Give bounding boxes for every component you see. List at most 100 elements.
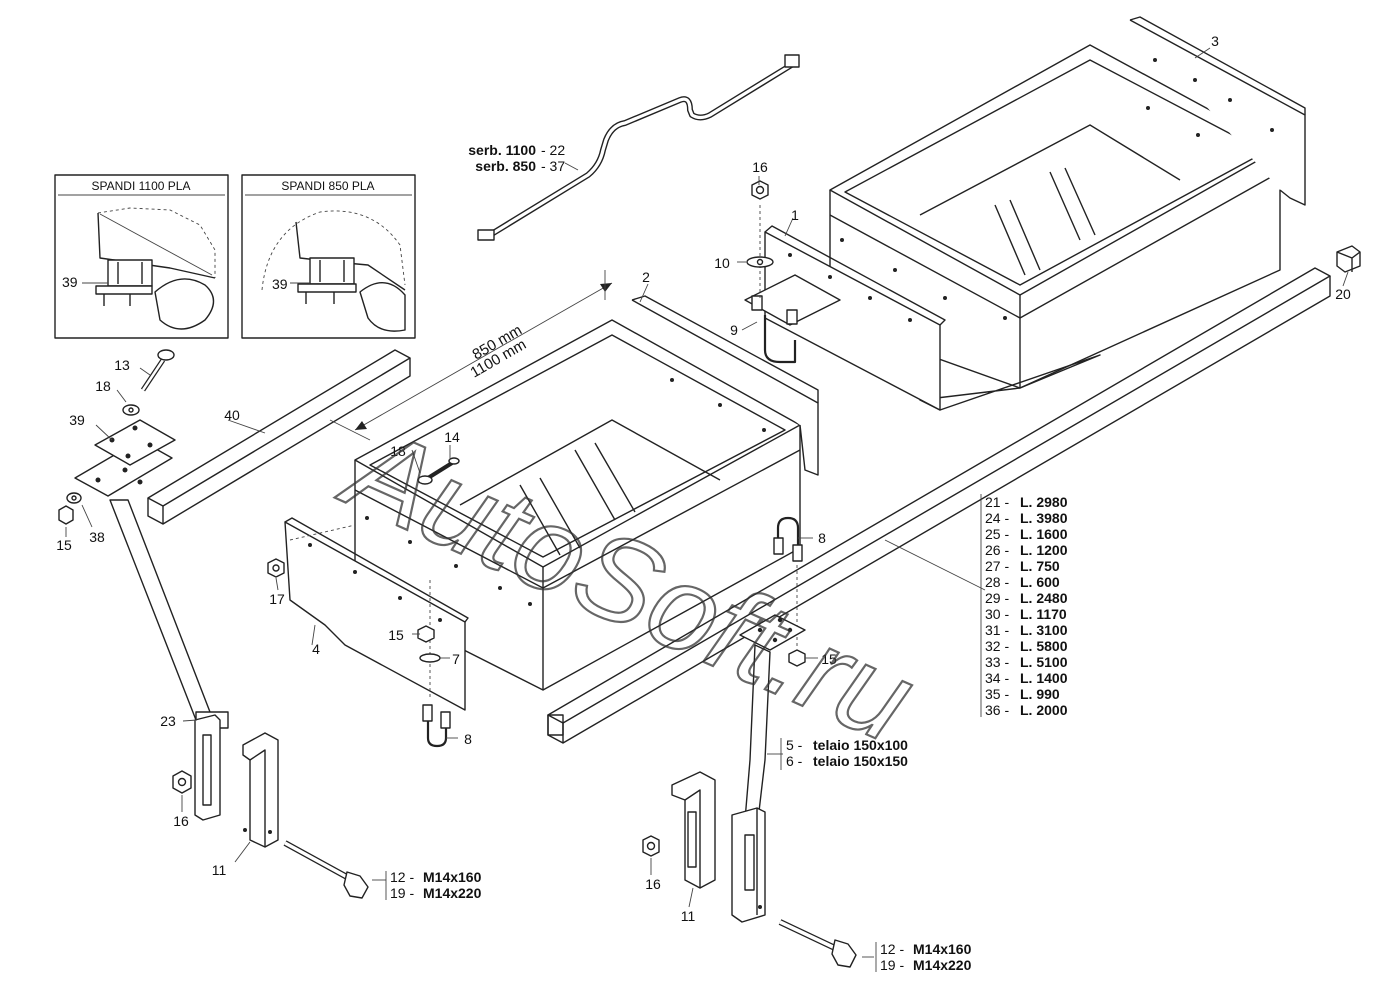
length-row-val-8: L. 3100 <box>1020 622 1068 638</box>
length-row-val-11: L. 1400 <box>1020 670 1068 686</box>
rod-label-1100: serb. 1100 <box>468 142 536 158</box>
rod-22-37 <box>477 54 800 241</box>
callout-8-right: 8 <box>818 530 826 546</box>
inset-title-1100: SPANDI 1100 PLA <box>92 179 191 193</box>
callout-15-mid: 15 <box>388 627 404 643</box>
hopper-2 <box>354 295 819 691</box>
callout-23: 23 <box>160 713 176 729</box>
callout-16-right: 16 <box>645 876 661 892</box>
bolt-right-row-num-1: 19 - <box>880 957 904 973</box>
length-row-num-13: 36 - <box>985 702 1009 718</box>
inset-right-callout-39: 39 <box>272 276 288 292</box>
callout-2: 2 <box>642 269 650 285</box>
inset-title-850: SPANDI 850 PLA <box>281 179 374 193</box>
length-row-val-1: L. 3980 <box>1020 510 1068 526</box>
length-row-num-2: 25 - <box>985 526 1009 542</box>
frame-row-num-0: 5 - <box>786 737 803 753</box>
callout-14: 14 <box>444 429 460 445</box>
length-row-num-6: 29 - <box>985 590 1009 606</box>
length-row-num-10: 33 - <box>985 654 1009 670</box>
leg-left <box>74 419 229 821</box>
length-row-val-9: L. 5800 <box>1020 638 1068 654</box>
ubolt-8-left <box>422 704 451 748</box>
rod-label-37: - 37 <box>541 158 565 174</box>
leg-right <box>731 614 806 923</box>
callout-3: 3 <box>1211 33 1219 49</box>
callout-20: 20 <box>1335 286 1351 302</box>
nut-16-left <box>172 770 192 794</box>
frame-row-val-1: telaio 150x150 <box>813 753 908 769</box>
rod-label: serb. 1100 - 22 serb. 850 - 37 <box>468 142 565 174</box>
callout-8-left: 8 <box>464 731 472 747</box>
bolt-right-row-val-1: M14x220 <box>913 957 972 973</box>
bolt-left-row-num-0: 12 - <box>390 869 414 885</box>
length-row-num-3: 26 - <box>985 542 1009 558</box>
ubolt-8-right <box>773 516 803 648</box>
length-row-val-5: L. 600 <box>1020 574 1060 590</box>
length-row-val-12: L. 990 <box>1020 686 1060 702</box>
leader-lines <box>65 47 1349 958</box>
length-row-val-0: L. 2980 <box>1020 494 1068 510</box>
length-row-val-4: L. 750 <box>1020 558 1060 574</box>
rod-label-850: serb. 850 <box>475 158 536 174</box>
inset-spandi-1100: SPANDI 1100 PLA 39 <box>54 174 229 339</box>
rod-label-22: - 22 <box>541 142 565 158</box>
callout-16-left: 16 <box>173 813 189 829</box>
callout-39: 39 <box>69 412 85 428</box>
length-row-num-4: 27 - <box>985 558 1009 574</box>
callout-17: 17 <box>269 591 285 607</box>
clamp-9 <box>744 205 841 364</box>
frames-table: 5 - telaio 150x100 6 - telaio 150x150 <box>780 737 908 770</box>
callout-7: 7 <box>452 651 460 667</box>
nut-15-right <box>788 649 806 667</box>
callout-15-left: 15 <box>56 537 72 553</box>
callout-1: 1 <box>791 207 799 223</box>
bolt-left-row-val-1: M14x220 <box>423 885 482 901</box>
bolt-left <box>283 840 369 899</box>
callout-38: 38 <box>89 529 105 545</box>
length-row-val-3: L. 1200 <box>1020 542 1068 558</box>
length-row-val-7: L. 1170 <box>1020 606 1067 622</box>
frame-row-val-0: telaio 150x100 <box>813 737 908 753</box>
callout-40: 40 <box>224 407 240 423</box>
length-row-num-0: 21 - <box>985 494 1009 510</box>
length-row-val-10: L. 5100 <box>1020 654 1068 670</box>
callout-18-mid: 18 <box>390 443 406 459</box>
bolt-right-row-val-0: M14x160 <box>913 941 972 957</box>
length-row-val-2: L. 1600 <box>1020 526 1068 542</box>
length-row-num-8: 31 - <box>985 622 1009 638</box>
callout-16-top: 16 <box>752 159 768 175</box>
bolts-right-table: 12 - M14x160 19 - M14x220 <box>875 941 972 973</box>
length-row-num-7: 30 - <box>985 606 1009 622</box>
long-bar <box>547 267 1331 744</box>
bolt-right <box>778 919 857 968</box>
length-row-num-9: 32 - <box>985 638 1009 654</box>
inset-spandi-850: SPANDI 850 PLA 39 <box>241 174 416 339</box>
callouts: 3 2 1 16 10 9 20 4 17 15 7 8 8 15 13 18 … <box>56 33 1351 924</box>
nut-washer-top <box>746 180 774 268</box>
callout-15-right: 15 <box>821 651 837 667</box>
length-row-val-6: L. 2480 <box>1020 590 1068 606</box>
length-row-val-13: L. 2000 <box>1020 702 1068 718</box>
end-cap-20 <box>1336 245 1361 273</box>
callout-11-left: 11 <box>212 862 227 878</box>
callout-9: 9 <box>730 322 738 338</box>
bracket-11-left <box>242 732 279 848</box>
bolt-left-row-num-1: 19 - <box>390 885 414 901</box>
frame-row-num-1: 6 - <box>786 753 803 769</box>
callout-11-right: 11 <box>681 908 696 924</box>
inset-left-callout-39: 39 <box>62 274 78 290</box>
callout-13: 13 <box>114 357 130 373</box>
nut-washer-left <box>58 492 82 525</box>
callout-10: 10 <box>714 255 730 271</box>
length-row-num-12: 35 - <box>985 686 1009 702</box>
length-row-num-5: 28 - <box>985 574 1009 590</box>
callout-18-left: 18 <box>95 378 111 394</box>
nut-17 <box>267 558 285 578</box>
bar-40 <box>147 349 411 525</box>
bolt-right-row-num-0: 12 - <box>880 941 904 957</box>
